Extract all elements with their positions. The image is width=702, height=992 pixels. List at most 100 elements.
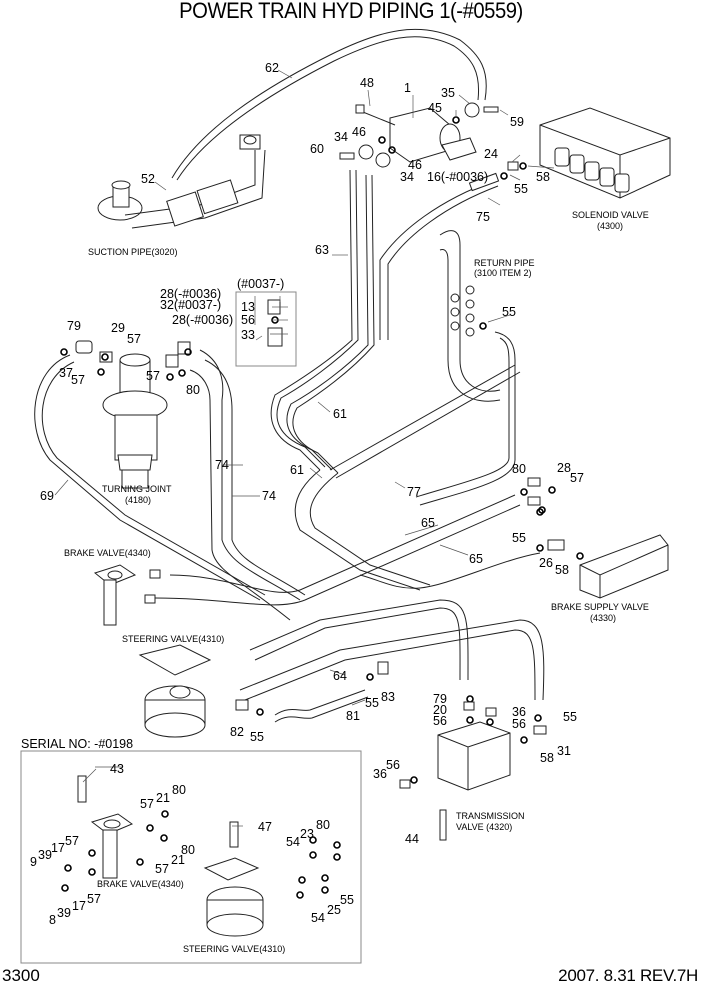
brake-valve: [93, 564, 161, 626]
inset-callout-9: 9: [30, 855, 37, 869]
callout-61-lower: 61: [290, 463, 304, 477]
inset-callout-57-d: 57: [87, 892, 101, 906]
callout-46-left: 46: [352, 125, 366, 139]
callout-56-trans-c: 56: [386, 758, 400, 772]
pipe-bundle-63: [270, 169, 431, 591]
inset-callout-43: 43: [110, 762, 124, 776]
inset-callout-57-c: 57: [65, 834, 79, 848]
inset-callout-8: 8: [49, 913, 56, 927]
caption-steering-valve: STEERING VALVE(4310): [122, 634, 224, 644]
serial-number-label: SERIAL NO: -#0198: [21, 737, 133, 751]
page-number: 3300: [2, 966, 40, 985]
callout-57-c: 57: [146, 369, 160, 383]
inset-callout-17-b: 17: [72, 899, 86, 913]
inset-caption-brake-valve: BRAKE VALVE(4340): [97, 879, 184, 889]
revision-date: 2007. 8.31 REV.7H: [558, 966, 698, 985]
callout-74-b: 74: [262, 489, 276, 503]
caption-brake-valve: BRAKE VALVE(4340): [64, 548, 151, 558]
callout-80-turning: 80: [186, 383, 200, 397]
callout-16: 16(-#0036): [427, 170, 488, 184]
callout-69: 69: [40, 489, 54, 503]
callout-82: 82: [230, 725, 244, 739]
caption-turning-joint: TURNING JOINT: [102, 484, 172, 494]
variant-inset-box: [235, 291, 297, 367]
callout-32: 32(#0037-): [160, 298, 221, 312]
callout-37: 37: [59, 366, 73, 380]
inset-callout-54-b: 54: [311, 911, 325, 925]
pipe-81: [274, 689, 366, 716]
inset-callout-80-a: 80: [172, 783, 186, 797]
callout-28-brake-supply: 28: [557, 461, 571, 475]
callout-55-trans: 55: [563, 710, 577, 724]
callout-46-right: 46: [408, 158, 422, 172]
callout-79-trans: 79: [433, 692, 447, 706]
callout-77: 77: [407, 485, 421, 499]
pump: [355, 104, 477, 163]
inset-callout-25: 25: [327, 903, 341, 917]
callout-55-brake-supply: 55: [512, 531, 526, 545]
callout-74-a: 74: [215, 458, 229, 472]
callout-58-brake-supply: 58: [555, 563, 569, 577]
callout-56-inset: 56: [241, 313, 255, 327]
pipe-69: [34, 354, 261, 601]
caption-return-pipe: RETURN PIPE: [474, 258, 535, 268]
callout-81: 81: [346, 709, 360, 723]
callout-52: 52: [141, 172, 155, 186]
callout-56-trans-b: 56: [512, 717, 526, 731]
inset-callout-55: 55: [340, 893, 354, 907]
callout-34-right: 34: [400, 170, 414, 184]
caption-transmission-valve: TRANSMISSION: [456, 811, 525, 821]
inset-callout-23: 23: [300, 827, 314, 841]
pipe-75: [379, 172, 500, 340]
inset-callout-39-b: 39: [57, 906, 71, 920]
leader-lines: [54, 69, 555, 827]
callout-59: 59: [510, 115, 524, 129]
caption-suction-pipe: SUCTION PIPE(3020): [88, 247, 178, 257]
callout-61-upper: 61: [333, 407, 347, 421]
variant-label: (#0037-): [237, 277, 284, 291]
callout-63: 63: [315, 243, 329, 257]
inset-callout-57-b: 57: [155, 862, 169, 876]
inset-caption-steering-valve: STEERING VALVE(4310): [183, 944, 285, 954]
inset-callout-21-a: 21: [156, 791, 170, 805]
inset-callout-39-a: 39: [38, 848, 52, 862]
serial-inset-box: [20, 750, 362, 964]
callout-57-brake-supply: 57: [570, 471, 584, 485]
callout-62: 62: [265, 61, 279, 75]
callouts: 1 48 35 45 59 62 34 46 60 46 34 16(-#003…: [30, 61, 584, 927]
callout-1: 1: [404, 81, 411, 95]
inset-callout-54-a: 54: [286, 835, 300, 849]
callout-44: 44: [405, 832, 419, 846]
callout-36-trans: 36: [512, 705, 526, 719]
inset-callout-47: 47: [258, 820, 272, 834]
caption-transmission-valve-code: VALVE (4320): [456, 822, 512, 832]
turning-joint: [102, 353, 168, 489]
transmission-valve: [437, 721, 511, 791]
inset-callout-80-c: 80: [316, 818, 330, 832]
callout-26: 26: [539, 556, 553, 570]
inset-callout-80-b: 80: [181, 843, 195, 857]
callout-75: 75: [476, 210, 490, 224]
callout-58-trans: 58: [540, 751, 554, 765]
callout-34-left: 34: [334, 130, 348, 144]
caption-turning-joint-code: (4180): [125, 495, 151, 505]
brake-supply-valve: [579, 534, 669, 599]
caption-brake-supply-valve-code: (4330): [590, 613, 616, 623]
callout-24: 24: [484, 147, 498, 161]
callout-55-81: 55: [365, 696, 379, 710]
callout-13: 13: [241, 300, 255, 314]
steering-valve: [138, 644, 212, 738]
callout-64: 64: [333, 669, 347, 683]
callout-57-a: 57: [127, 332, 141, 346]
callout-83: 83: [381, 690, 395, 704]
solenoid-valve: [539, 107, 671, 199]
callout-20: 20: [433, 703, 447, 717]
callout-35: 35: [441, 86, 455, 100]
callout-29: 29: [111, 321, 125, 335]
inset-callout-21-b: 21: [171, 853, 185, 867]
return-pipe: [415, 230, 516, 506]
callout-65-a: 65: [421, 516, 435, 530]
inset-callout-17-a: 17: [51, 841, 65, 855]
inset-brake-valve: [77, 775, 134, 879]
inset-callout-57-a: 57: [140, 797, 154, 811]
